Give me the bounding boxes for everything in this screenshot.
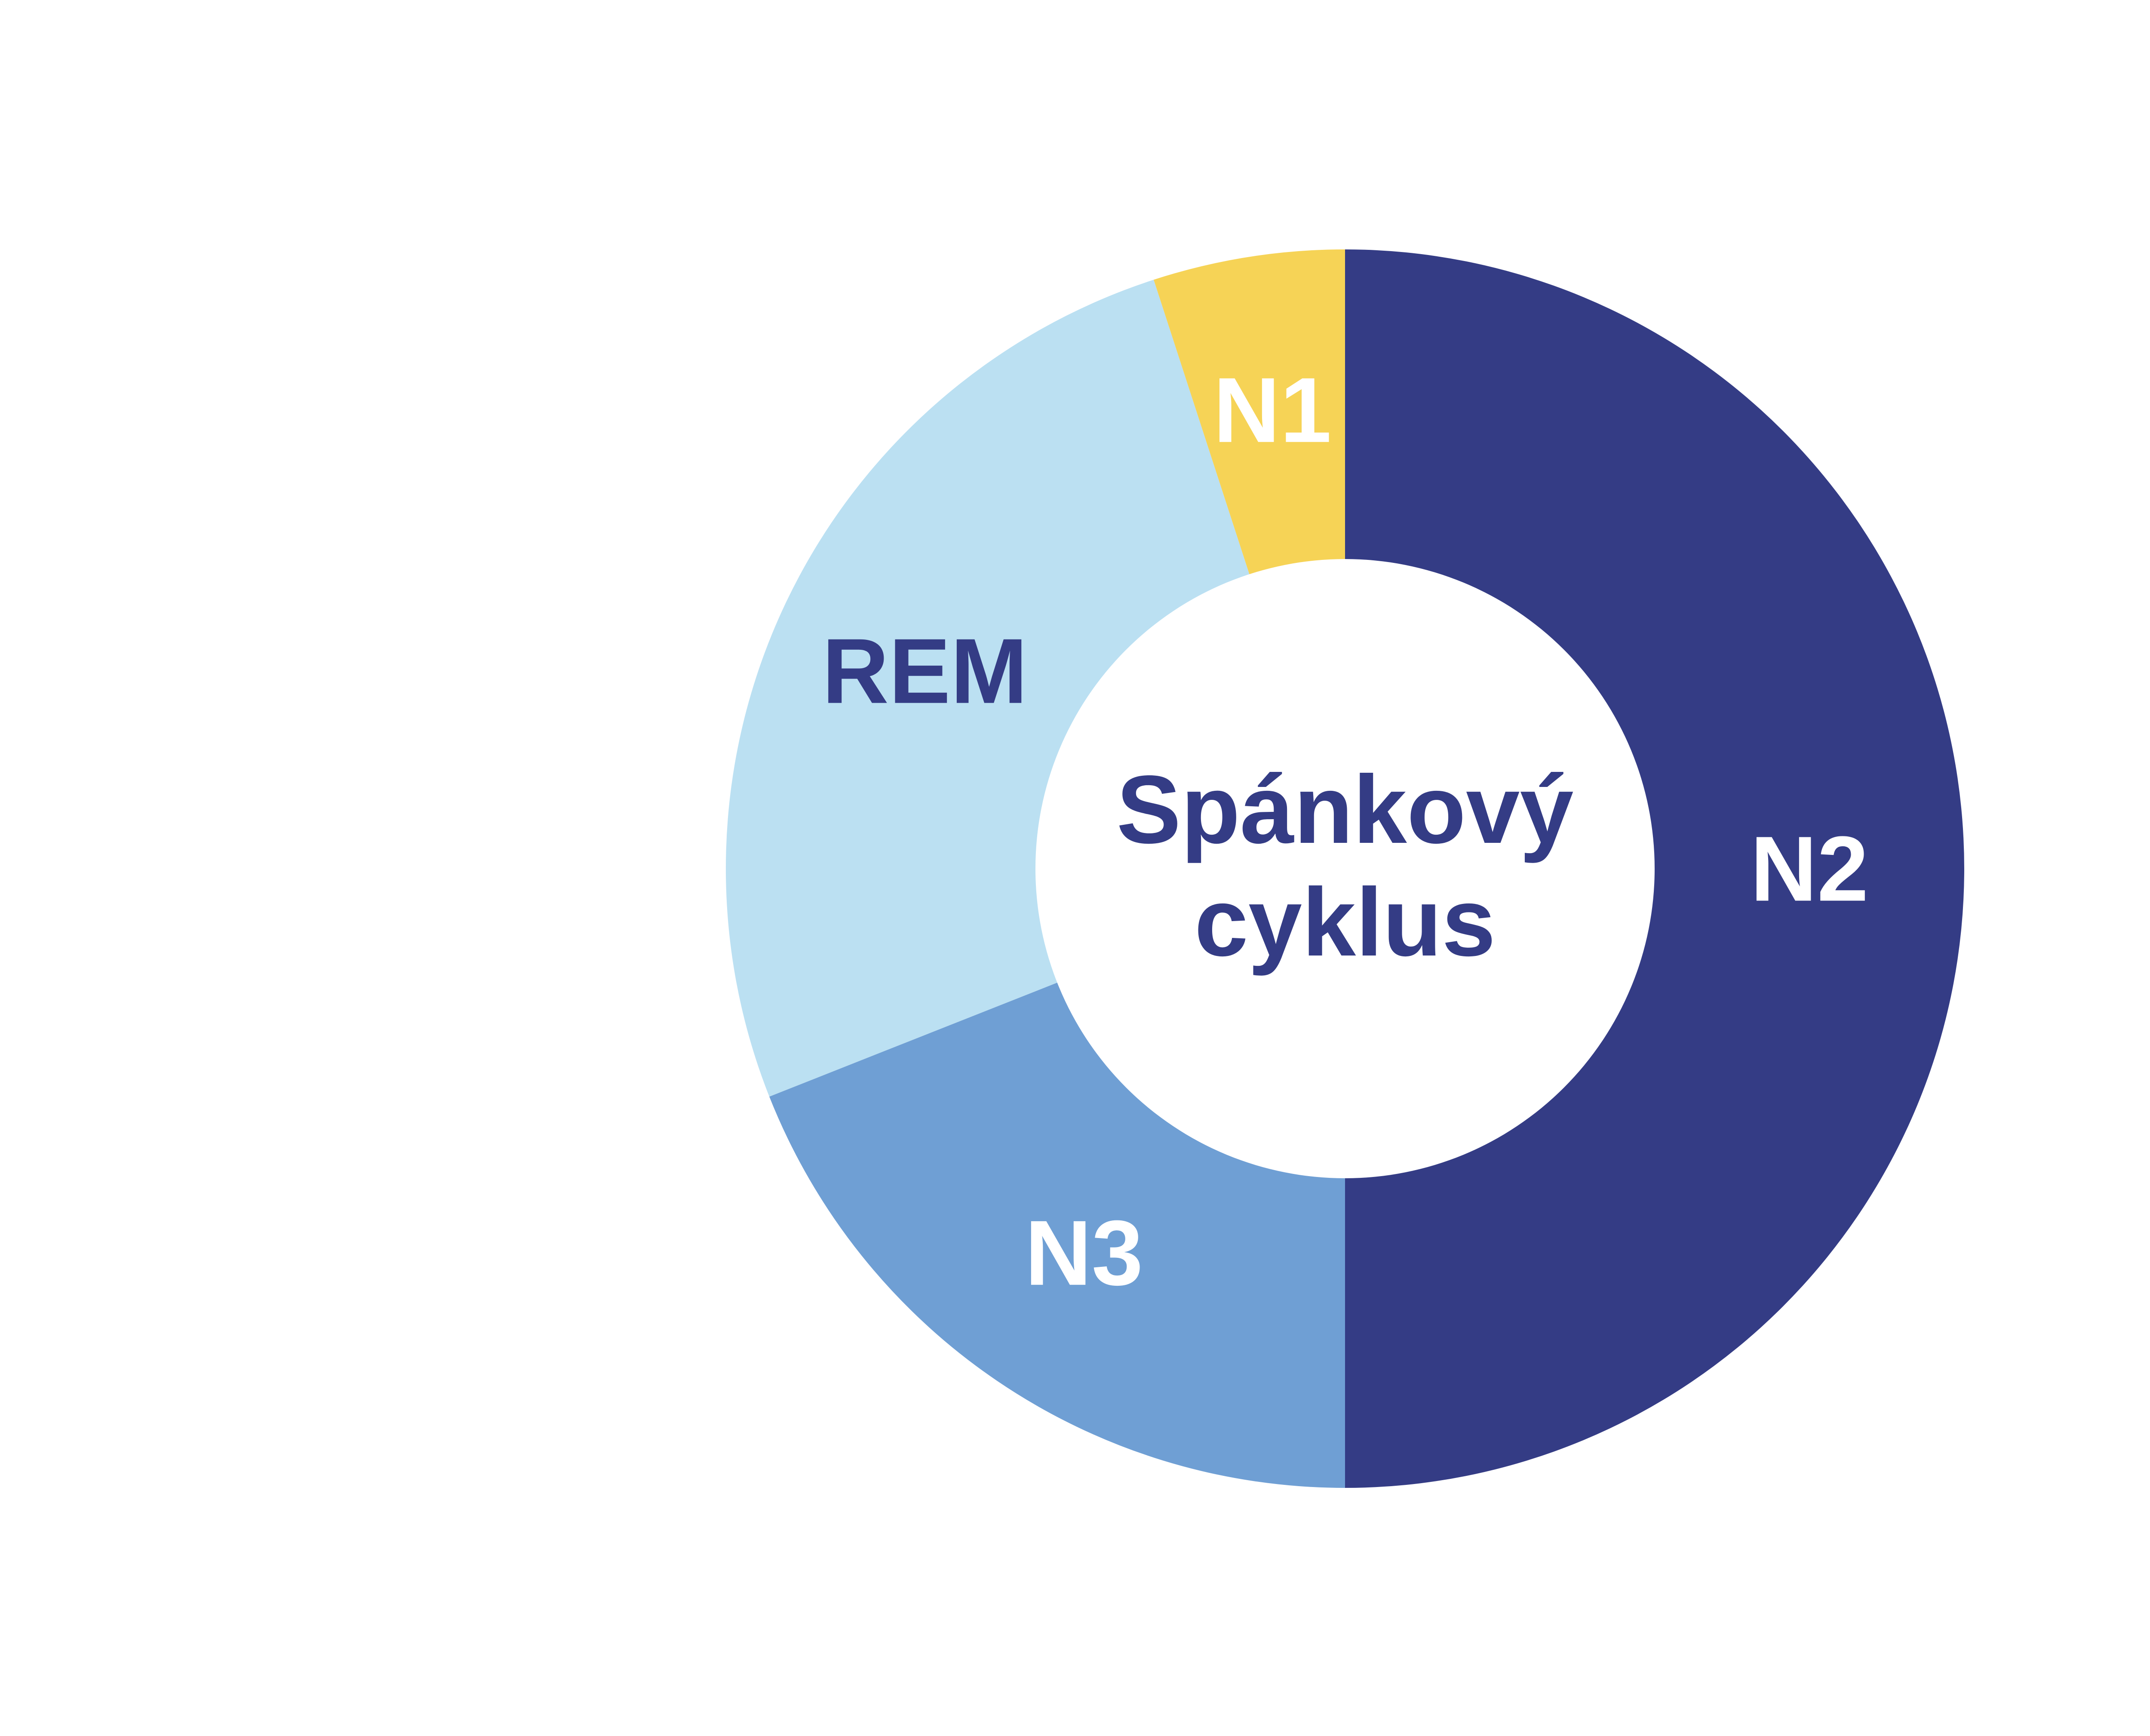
center-title-line-1: Spánkový	[1117, 755, 1574, 863]
slice-label-rem: REM	[822, 619, 1028, 723]
slice-label-n2: N2	[1751, 817, 1869, 921]
slice-label-n1: N1	[1213, 358, 1332, 462]
donut-hole	[1035, 559, 1655, 1178]
center-title-line-2: cyklus	[1195, 868, 1496, 976]
slice-label-n3: N3	[1025, 1201, 1143, 1305]
